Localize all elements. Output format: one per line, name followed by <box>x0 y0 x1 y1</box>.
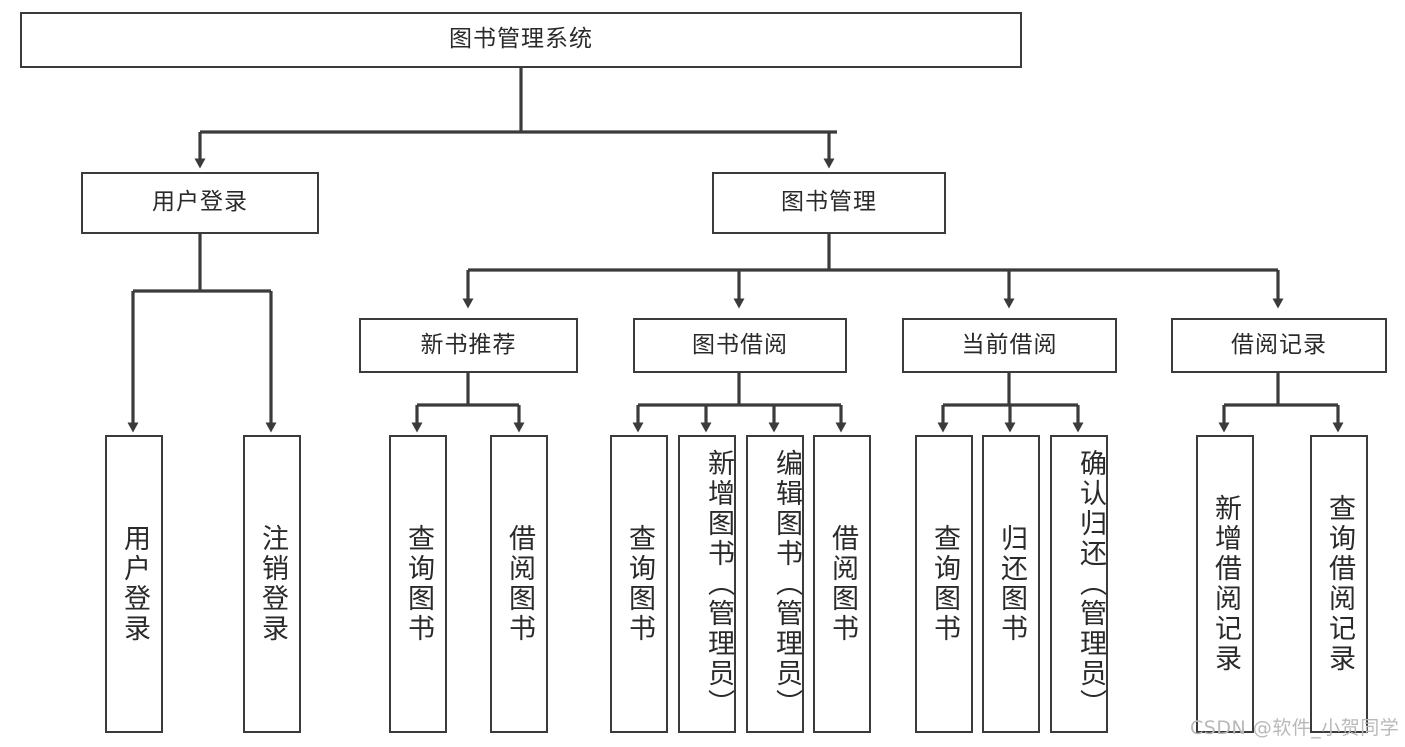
node-book-management[interactable]: 图书管理 <box>712 172 946 234</box>
node-root-system[interactable]: 图书管理系统 <box>20 12 1022 68</box>
node-new-book-recommend[interactable]: 新书推荐 <box>359 318 578 373</box>
leaf-logout[interactable]: 注销登录 <box>243 435 301 733</box>
leaf-borrow-borrow-book[interactable]: 借阅图书 <box>813 435 871 733</box>
node-borrow-record[interactable]: 借阅记录 <box>1171 318 1387 373</box>
leaf-record-add[interactable]: 新增借阅记录 <box>1196 435 1254 733</box>
leaf-borrow-query-book[interactable]: 查询图书 <box>610 435 668 733</box>
leaf-current-return-book[interactable]: 归还图书 <box>982 435 1040 733</box>
leaf-borrow-edit-book-admin[interactable]: 编辑图书（管理员） <box>746 435 804 733</box>
leaf-new-book-query[interactable]: 查询图书 <box>389 435 447 733</box>
leaf-record-query[interactable]: 查询借阅记录 <box>1310 435 1368 733</box>
node-current-borrow[interactable]: 当前借阅 <box>902 318 1117 373</box>
csdn-watermark: CSDN @软件_小贺同学 <box>1190 717 1400 739</box>
node-book-borrow[interactable]: 图书借阅 <box>633 318 847 373</box>
leaf-borrow-add-book-admin[interactable]: 新增图书（管理员） <box>678 435 736 733</box>
node-user-login[interactable]: 用户登录 <box>81 172 319 234</box>
leaf-current-query-book[interactable]: 查询图书 <box>915 435 973 733</box>
leaf-new-book-borrow[interactable]: 借阅图书 <box>490 435 548 733</box>
leaf-current-confirm-return-admin[interactable]: 确认归还（管理员） <box>1050 435 1108 733</box>
leaf-user-login[interactable]: 用户登录 <box>105 435 163 733</box>
